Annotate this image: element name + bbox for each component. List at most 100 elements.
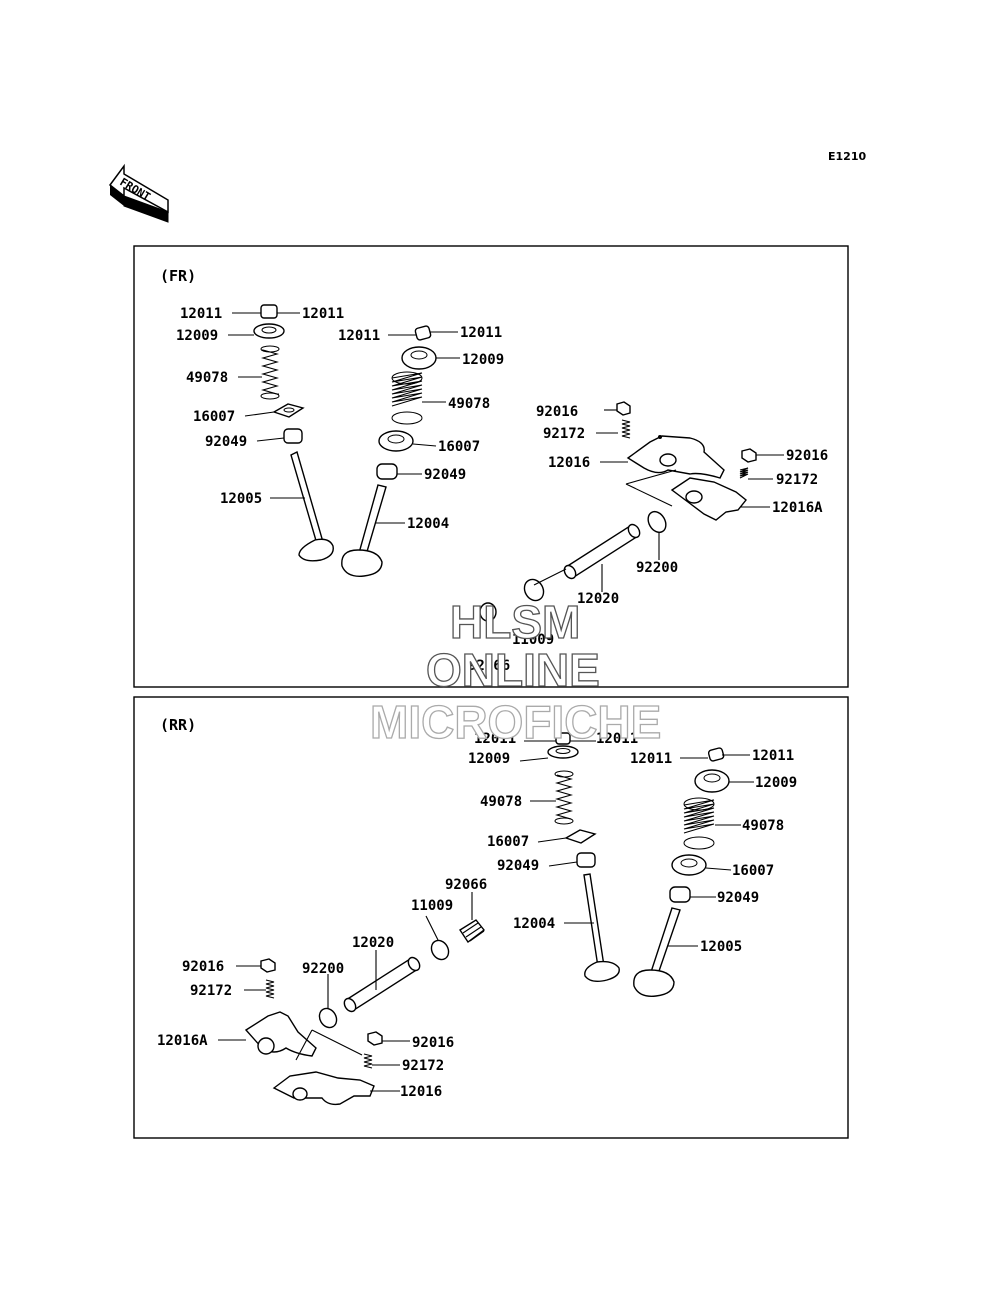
fr-adjust-screw-part-b	[739, 467, 749, 479]
rr-b-retainer-part	[694, 769, 730, 793]
fr-b-cotter-part	[414, 325, 432, 341]
fr-label-11009: 11009	[512, 632, 554, 648]
rr-rocker-shaft-part	[343, 956, 421, 1013]
diagram-code: E1210	[828, 150, 866, 163]
fr-label-92049-b: 92049	[424, 467, 466, 483]
rr-rocker-arm-part	[272, 1071, 375, 1106]
watermark-line-3: MICROFICHE	[370, 696, 661, 748]
rr-label-49078-a: 49078	[480, 794, 522, 810]
rr-a-stem-seal-part	[576, 852, 596, 868]
fr-b-valve-part	[341, 484, 387, 577]
fr-label-92016-a: 92016	[536, 404, 578, 420]
fr-label-12016a: 12016A	[772, 500, 823, 516]
rr-b-spring-part	[683, 797, 715, 850]
fr-b-retainer-part	[401, 346, 437, 370]
fr-label-12011-a-right: 12011	[302, 306, 344, 322]
fr-label-92016-b: 92016	[786, 448, 828, 464]
fr-label-12009-b: 12009	[462, 352, 504, 368]
rr-label-12016: 12016	[400, 1084, 442, 1100]
fr-b-spring-seat-part	[378, 430, 414, 452]
rr-o-ring-part-b	[318, 1007, 338, 1029]
rr-section-title: (RR)	[160, 716, 196, 734]
watermark-line-1: HLSM	[450, 596, 580, 648]
rr-label-92172-a: 92172	[190, 983, 232, 999]
fr-valve-assembly-b: 12011 12011 12009 49078 16007 92049 1200…	[338, 325, 504, 577]
fr-adjust-screw-part-a	[621, 419, 631, 439]
fr-a-stem-seal-part	[283, 428, 303, 444]
fr-label-92066: 92066	[468, 658, 510, 674]
rr-label-92172-b: 92172	[402, 1058, 444, 1074]
rr-nut-part-a	[260, 958, 276, 973]
rr-label-92016-a: 92016	[182, 959, 224, 975]
fr-rocker-assembly: 92016 92172 12016 92016 92172 12016A 922…	[468, 401, 828, 674]
fr-b-stem-seal-part	[376, 463, 398, 480]
rr-valve-assembly-b: 12011 12011 12009 49078 16007 92049 1200…	[630, 747, 797, 997]
fr-o-ring-part-a	[647, 510, 667, 534]
fr-label-12009-a: 12009	[176, 328, 218, 344]
rr-label-92016-b: 92016	[412, 1035, 454, 1051]
rr-label-11009: 11009	[411, 898, 453, 914]
fr-label-49078-b: 49078	[448, 396, 490, 412]
rr-a-spring-seat-part	[564, 829, 597, 844]
rr-rocker-arm-a-part	[244, 1011, 317, 1057]
fr-label-92049-a: 92049	[205, 434, 247, 450]
rr-b-valve-part	[633, 907, 681, 997]
rr-label-12011-a-left: 12011	[474, 731, 516, 747]
rr-label-16007-b: 16007	[732, 863, 774, 879]
rr-label-12011-b-left: 12011	[630, 751, 672, 767]
rr-label-12004: 12004	[513, 916, 555, 932]
rr-section-frame	[133, 696, 849, 1139]
watermark: HLSM ONLINE MICROFICHE	[369, 595, 662, 748]
fr-o-ring-part-b	[523, 578, 545, 602]
fr-rocker-shaft-part	[563, 523, 641, 580]
rr-label-92200: 92200	[302, 961, 344, 977]
rr-nut-part-b	[367, 1031, 383, 1046]
fr-label-16007-a: 16007	[193, 409, 235, 425]
fr-plug-part	[479, 602, 497, 622]
fr-rocker-arm-part	[626, 435, 725, 479]
rr-plug-part	[459, 919, 485, 944]
fr-label-92200: 92200	[636, 560, 678, 576]
front-arrow-icon: FRONT	[108, 163, 169, 223]
rr-label-16007-a: 16007	[487, 834, 529, 850]
rr-valve-assembly-a: 12011 12011 12009 49078 16007 92049 1200…	[468, 731, 638, 983]
fr-section-title: (FR)	[160, 267, 196, 285]
fr-label-92172-a: 92172	[543, 426, 585, 442]
rr-adjust-screw-part-b	[363, 1053, 373, 1069]
fr-label-12011-a-left: 12011	[180, 306, 222, 322]
fr-a-spring-part	[260, 345, 280, 400]
rr-label-12005: 12005	[700, 939, 742, 955]
fr-rocker-arm-a-part	[670, 477, 747, 521]
rr-label-49078-b: 49078	[742, 818, 784, 834]
rr-b-stem-seal-part	[669, 886, 691, 903]
rr-label-12016a: 12016A	[157, 1033, 208, 1049]
rr-o-ring-part-a	[430, 939, 450, 961]
fr-label-12016: 12016	[548, 455, 590, 471]
rr-a-cotter-part	[555, 732, 571, 745]
fr-label-12011-b-left: 12011	[338, 328, 380, 344]
rr-adjust-screw-part-a	[265, 979, 275, 999]
fr-label-12020: 12020	[577, 591, 619, 607]
fr-nut-part-a	[616, 401, 631, 416]
fr-section-frame	[133, 245, 849, 688]
fr-label-92172-b: 92172	[776, 472, 818, 488]
fr-a-cotter-part	[260, 304, 278, 319]
rr-a-spring-part	[554, 770, 574, 825]
fr-label-16007-b: 16007	[438, 439, 480, 455]
rr-b-cotter-part	[707, 747, 725, 762]
rr-label-12009-a: 12009	[468, 751, 510, 767]
rr-a-retainer-part	[547, 745, 579, 759]
fr-valve-assembly-a: 12011 12011 12009 49078 16007 92049 1200…	[176, 304, 344, 562]
fr-label-12005: 12005	[220, 491, 262, 507]
watermark-line-2: ONLINE	[426, 644, 600, 696]
rr-label-12009-b: 12009	[755, 775, 797, 791]
fr-a-retainer-part	[253, 323, 285, 339]
fr-a-spring-seat-part	[272, 403, 305, 418]
rr-a-valve-part	[583, 873, 620, 983]
rr-label-92049-a: 92049	[497, 858, 539, 874]
rr-label-92066: 92066	[445, 877, 487, 893]
fr-label-12011-b-right: 12011	[460, 325, 502, 341]
rr-b-spring-seat-part	[671, 854, 707, 876]
rr-label-92049-b: 92049	[717, 890, 759, 906]
